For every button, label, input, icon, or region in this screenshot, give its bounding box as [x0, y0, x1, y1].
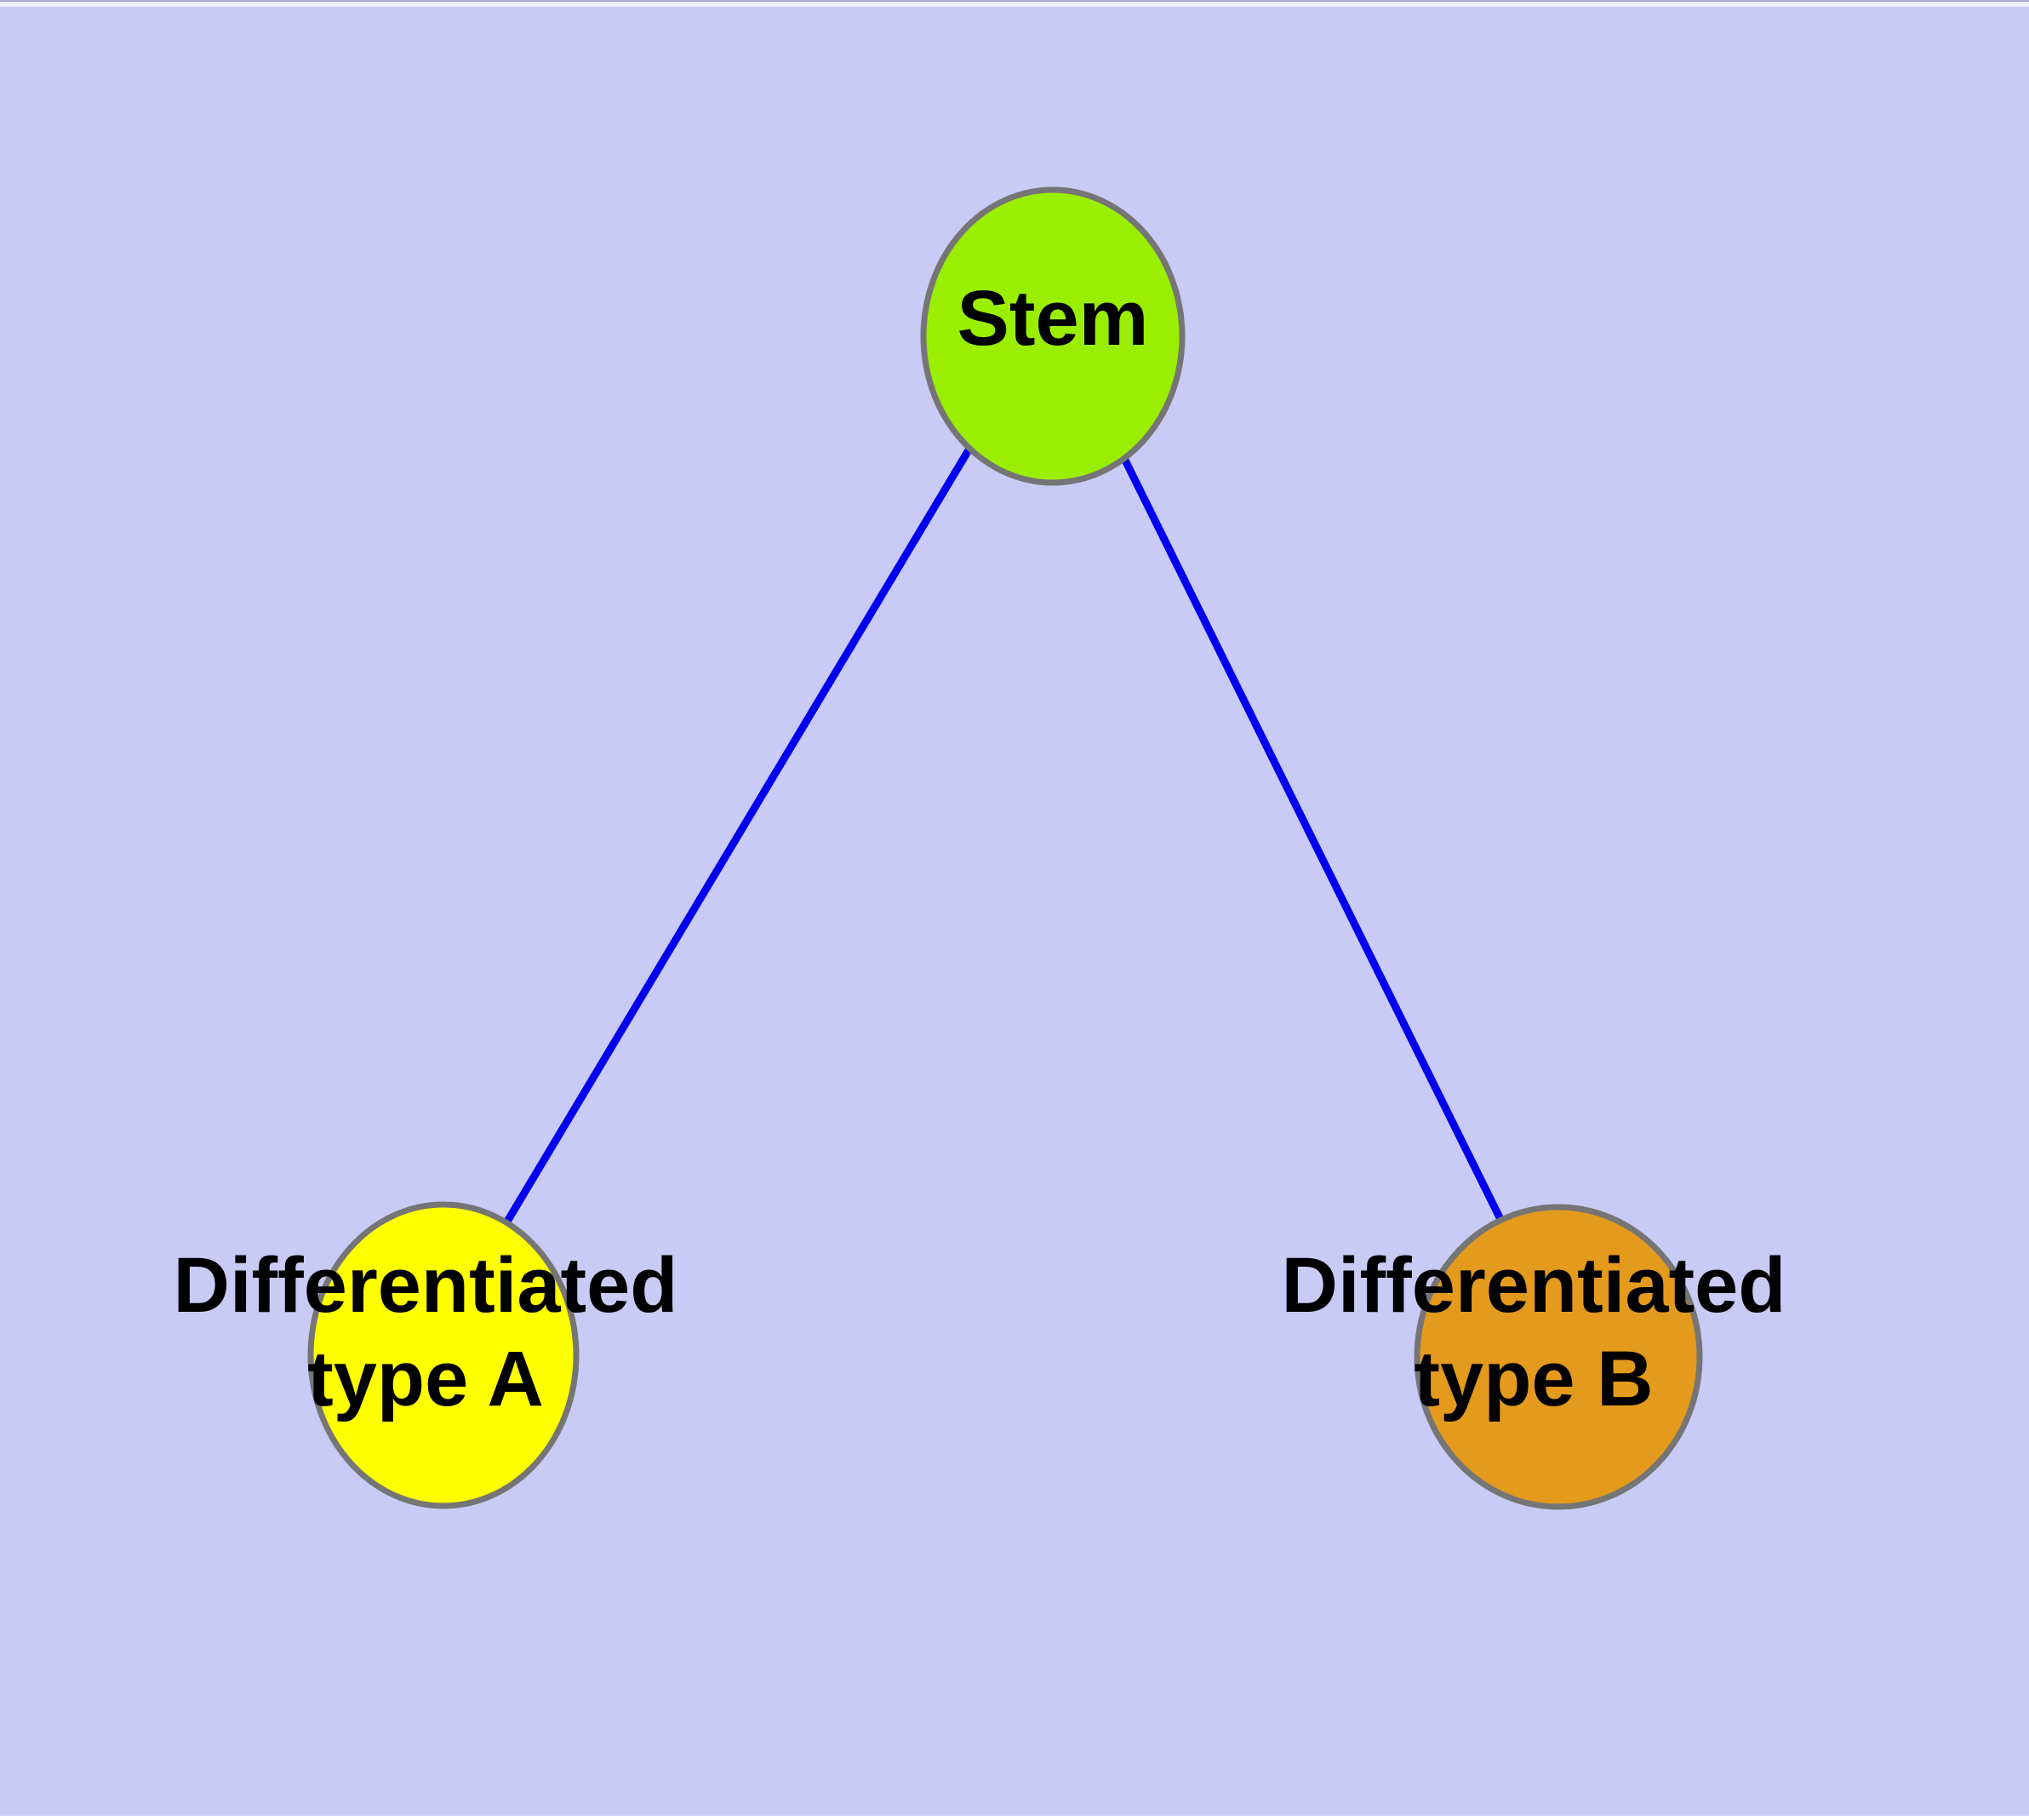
node-stem: [920, 186, 1186, 486]
node-type-b-label-line2: type B: [1414, 1336, 1654, 1422]
node-type-b: [1414, 1204, 1703, 1510]
window-bottom-strip: [0, 1816, 2029, 1820]
node-type-a-label-line2: type A: [307, 1336, 544, 1422]
node-stem-label: Stem: [712, 272, 1393, 365]
node-type-a: [307, 1201, 580, 1509]
node-stem-label-text: Stem: [957, 275, 1149, 362]
window-top-edge: [0, 0, 2029, 2]
node-type-a-label-line1: Differentiated: [173, 1242, 678, 1329]
window-top-strip: [0, 2, 2029, 7]
node-type-b-label-line1: Differentiated: [1281, 1242, 1786, 1329]
node-type-a-label: Differentiated type A: [43, 1239, 809, 1426]
edge-stem-to-type-b: [1060, 335, 1573, 1359]
edge-stem-to-type-a: [424, 334, 1040, 1358]
node-type-b-label: Differentiated type B: [1151, 1239, 1917, 1426]
